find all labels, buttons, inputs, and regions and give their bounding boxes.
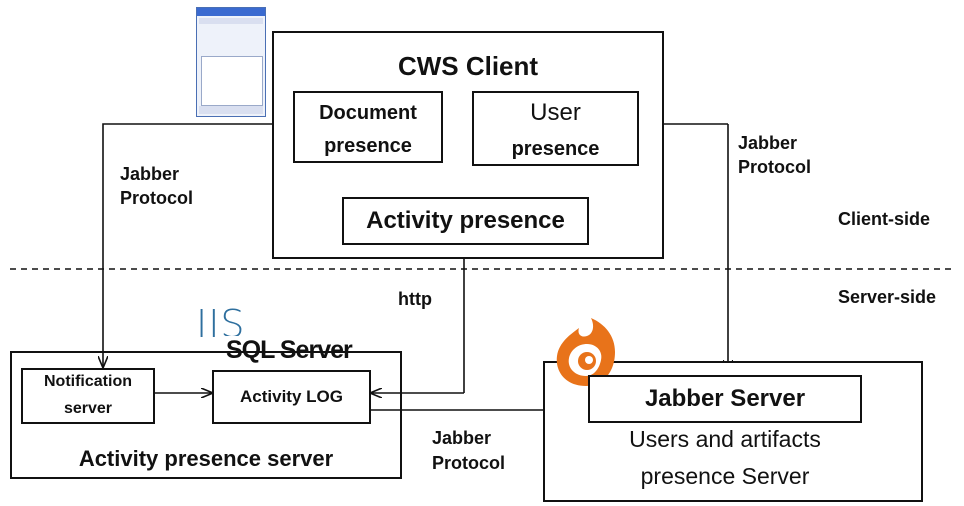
user-presence-box — [472, 91, 639, 166]
jabber-right-label-line2: Protocol — [738, 157, 812, 177]
presence-server-line2: presence Server — [640, 463, 810, 489]
activity-presence-label: Activity presence — [366, 207, 565, 234]
window-status-bar — [199, 106, 263, 114]
window-content-pane — [201, 56, 263, 106]
cws-client-title: CWS Client — [397, 51, 539, 81]
jabber-left-label-line1: Jabber — [120, 164, 180, 184]
http-label: http — [398, 289, 432, 309]
jabber-right-label-line1: Jabber — [738, 133, 798, 153]
jabber-server-box — [588, 375, 862, 423]
activity-presence-server-label: Activity presence server — [78, 446, 334, 471]
jabber-left-arrow — [103, 123, 293, 367]
jabber-bottom-label-line1: Jabber — [432, 428, 492, 448]
notification-server-line1: Notification — [44, 373, 132, 390]
sql-server-logo: SQL Server — [226, 336, 386, 365]
document-presence-line1: Document — [319, 102, 417, 124]
jabber-left-label-line2: Protocol — [120, 188, 194, 208]
document-presence-line2: presence — [324, 135, 412, 157]
activity-presence-server-box — [10, 351, 402, 479]
jabber-bottom-label-line2: Protocol — [432, 453, 506, 473]
document-presence-box — [293, 91, 443, 163]
user-presence-line2: presence — [511, 138, 600, 160]
activity-log-box — [212, 370, 371, 424]
client-window-thumbnail — [196, 7, 266, 117]
jabber-flame-logo — [556, 318, 615, 386]
client-side-label: Client-side — [838, 209, 931, 229]
presence-server-line1: Users and artifacts — [629, 426, 821, 452]
activity-presence-box — [342, 197, 589, 245]
window-title-bar — [197, 8, 265, 16]
activity-log-label: Activity LOG — [240, 387, 343, 406]
notification-server-line2: server — [63, 400, 113, 417]
user-presence-line1: User — [530, 99, 581, 126]
window-toolbar — [199, 18, 263, 24]
server-side-label: Server-side — [838, 287, 937, 307]
jabber-server-label: Jabber Server — [644, 385, 806, 412]
notification-server-box — [21, 368, 155, 424]
